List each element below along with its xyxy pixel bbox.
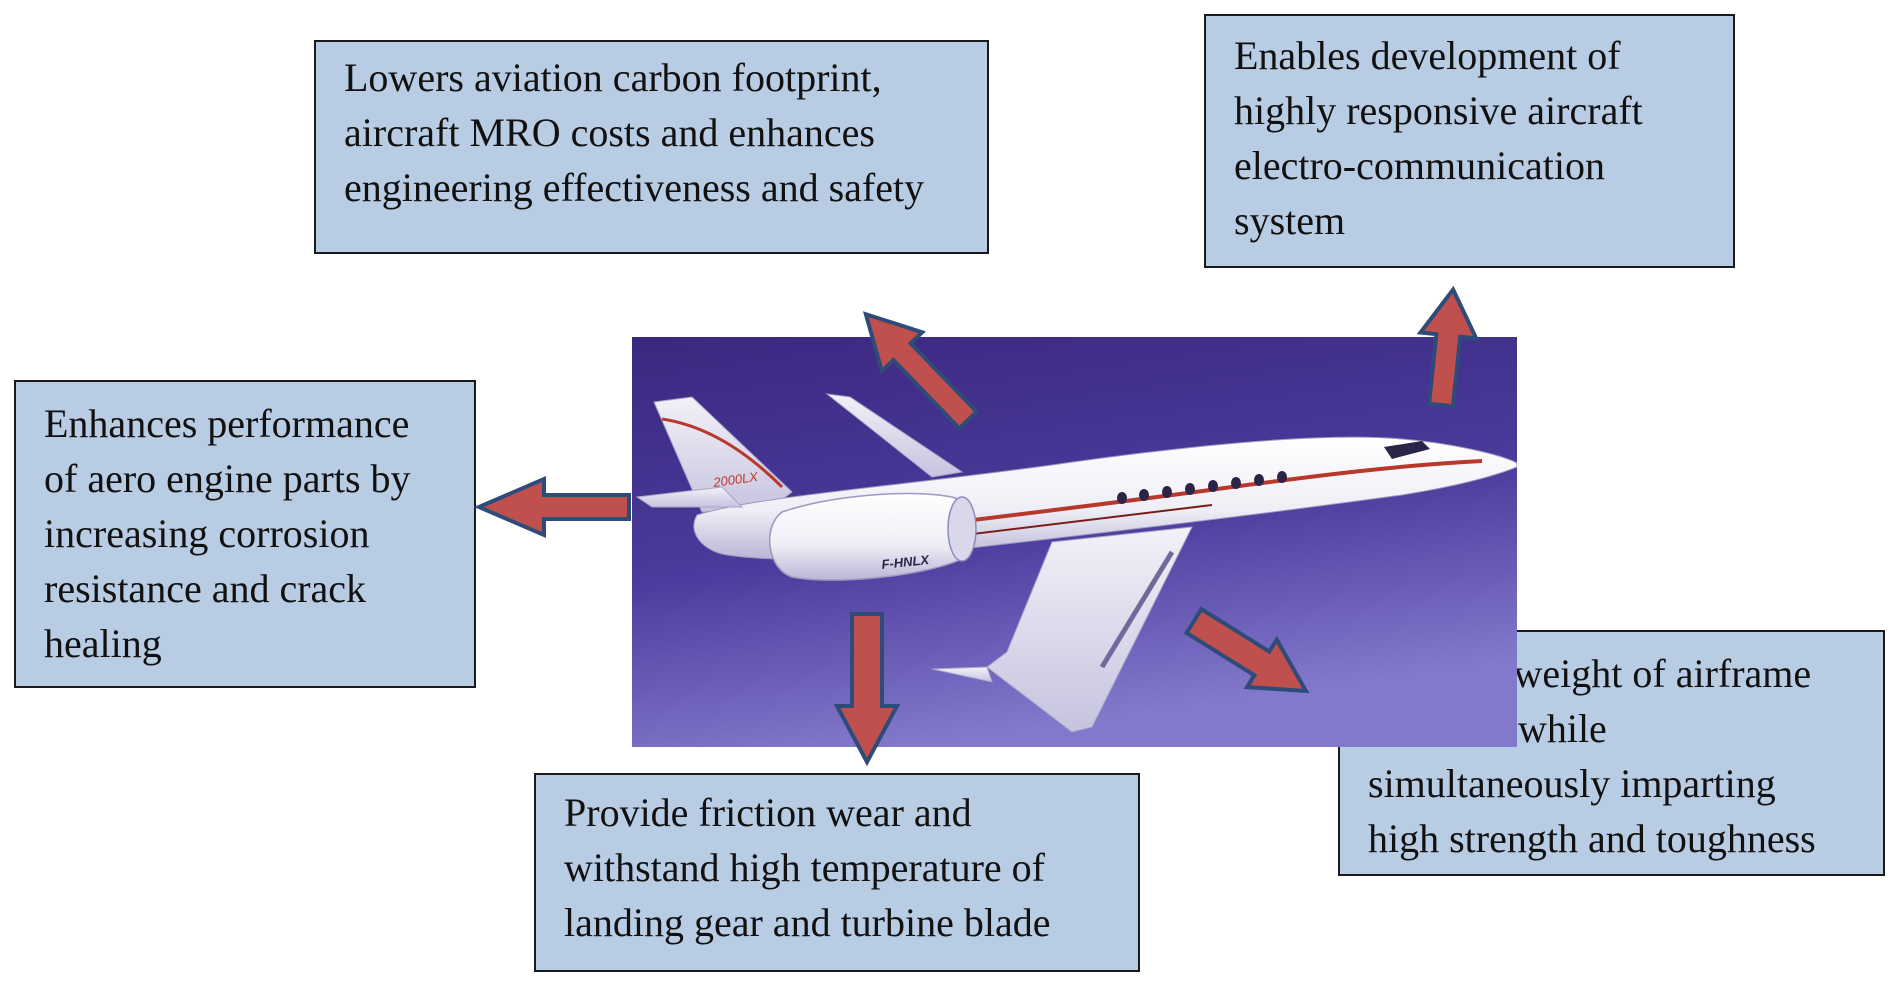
- benefit-box-carbon-footprint: Lowers aviation carbon footprint, aircra…: [314, 40, 989, 254]
- aircraft-photo: 2000LX F-HNLX: [632, 337, 1517, 747]
- benefit-box-electro-communication: Enables development of highly responsive…: [1204, 14, 1735, 268]
- arrow-to-left-box: [479, 479, 629, 535]
- benefit-box-landing-gear: Provide friction wear and withstand high…: [534, 773, 1140, 972]
- benefit-box-engine-parts: Enhances performance of aero engine part…: [14, 380, 476, 688]
